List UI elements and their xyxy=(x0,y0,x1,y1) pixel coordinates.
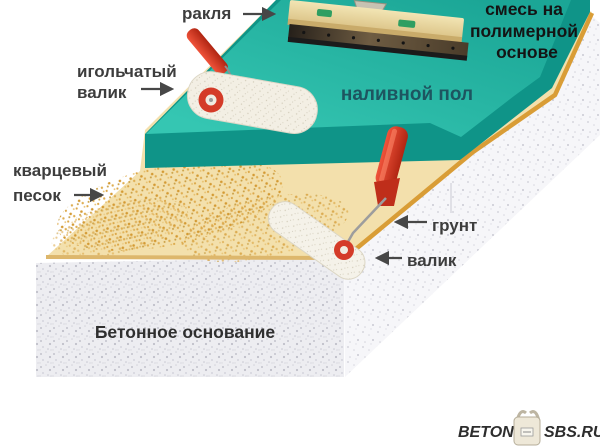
squeegee-wood-edge xyxy=(287,18,463,44)
squeegee-rivets xyxy=(302,30,455,50)
needle-roller-axle xyxy=(209,98,213,102)
needle-roller-label-line1: игольчатый xyxy=(77,62,177,81)
mixture-label-line2: полимерной xyxy=(470,21,578,41)
squeegee-label: ракля xyxy=(182,4,231,23)
labels: ракля игольчатый валик кварцевый песок г… xyxy=(13,4,477,342)
needle-roller-handle xyxy=(186,28,228,75)
paint-roller-handle-highlight xyxy=(379,128,398,183)
paint-roller-hub-center xyxy=(340,246,348,254)
primer-label: грунт xyxy=(432,216,477,235)
cement-bag-icon xyxy=(513,410,541,446)
needle-roller-tool xyxy=(186,28,318,134)
primer-front-edge xyxy=(45,255,345,260)
roller-label: валик xyxy=(407,251,457,270)
paint-roller-tool xyxy=(267,126,408,280)
concrete-top-texture xyxy=(344,16,600,377)
mixture-label-line3: основе xyxy=(496,42,558,62)
needle-roller-label-line2: валик xyxy=(77,83,127,102)
floor-label: наливной пол xyxy=(341,84,473,105)
squeegee-blade-lip xyxy=(287,36,468,61)
sand-label-line1: кварцевый xyxy=(13,161,107,180)
sand-label-line2: песок xyxy=(13,186,61,205)
paint-roller-sleeve-texture xyxy=(268,201,365,280)
concrete-front-texture xyxy=(36,257,344,377)
logo: BETON SBS.RU xyxy=(458,410,600,446)
squeegee-tool xyxy=(287,0,469,61)
paint-roller-yoke xyxy=(374,178,400,206)
needle-roller-texture xyxy=(187,71,318,134)
squeegee-brand-sticker-right xyxy=(398,19,416,28)
logo-text-left: BETON xyxy=(458,424,514,441)
logo-text-right: SBS.RU xyxy=(544,424,600,441)
concrete-base-layer xyxy=(36,16,600,377)
squeegee-wood-plate xyxy=(288,0,464,39)
mixture-label: смесь на полимерной основе xyxy=(470,0,578,62)
mixture-label-line1: смесь на xyxy=(485,0,563,19)
base-label: Бетонное основание xyxy=(95,322,276,342)
squeegee-brand-sticker-left xyxy=(316,8,333,18)
